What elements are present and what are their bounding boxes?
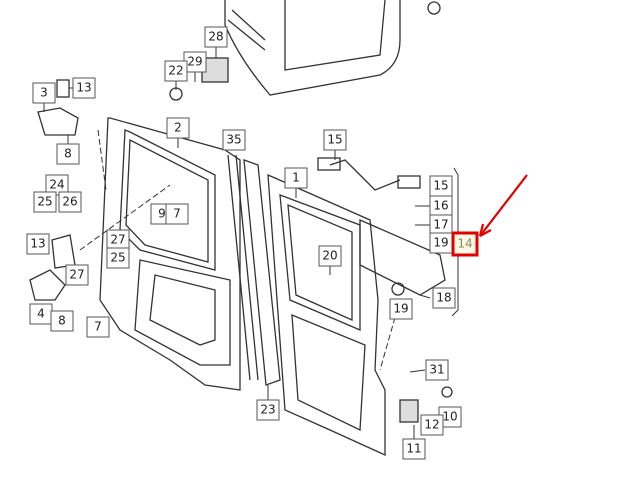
- callout-27[interactable]: 27: [65, 264, 89, 286]
- callout-22[interactable]: 22: [164, 60, 188, 82]
- callout-7[interactable]: 7: [165, 203, 189, 225]
- callout-13[interactable]: 13: [72, 77, 96, 99]
- callout-25[interactable]: 25: [33, 191, 57, 213]
- callout-10[interactable]: 10: [438, 406, 462, 428]
- vehicle-body-outline: [224, 0, 441, 96]
- callout-28[interactable]: 28: [204, 26, 228, 48]
- callout-26[interactable]: 26: [58, 191, 82, 213]
- highlight-arrow: [478, 174, 528, 237]
- callout-20[interactable]: 20: [318, 245, 342, 267]
- callout-8[interactable]: 8: [56, 143, 80, 165]
- callout-24[interactable]: 24: [45, 174, 69, 196]
- handle-part: [317, 157, 446, 296]
- callout-13[interactable]: 13: [26, 233, 50, 255]
- callout-29[interactable]: 29: [183, 51, 207, 73]
- callout-15[interactable]: 15: [323, 129, 347, 151]
- callout-4[interactable]: 4: [29, 303, 53, 325]
- callout-8[interactable]: 8: [50, 310, 74, 332]
- callout-11[interactable]: 11: [402, 438, 426, 460]
- callout-3[interactable]: 3: [32, 82, 56, 104]
- callout-1[interactable]: 1: [284, 167, 308, 189]
- seal-strip-outline: [227, 154, 281, 386]
- right-door-outline: [267, 173, 386, 457]
- callout-15[interactable]: 15: [429, 175, 453, 197]
- callout-25[interactable]: 25: [106, 247, 130, 269]
- callout-2[interactable]: 2: [166, 117, 190, 139]
- callout-27[interactable]: 27: [106, 229, 130, 251]
- callout-12[interactable]: 12: [420, 414, 444, 436]
- callout-19[interactable]: 19: [389, 298, 413, 320]
- callout-7[interactable]: 7: [86, 316, 110, 338]
- hardware-parts: [29, 57, 453, 423]
- callout-35[interactable]: 35: [222, 129, 246, 151]
- callout-19[interactable]: 19: [429, 232, 453, 254]
- callout-18[interactable]: 18: [432, 287, 456, 309]
- callout-16[interactable]: 16: [429, 195, 453, 217]
- callout-23[interactable]: 23: [256, 399, 280, 421]
- callout-17[interactable]: 17: [429, 214, 453, 236]
- callout-14-highlighted[interactable]: 14: [451, 231, 479, 257]
- callout-31[interactable]: 31: [425, 359, 449, 381]
